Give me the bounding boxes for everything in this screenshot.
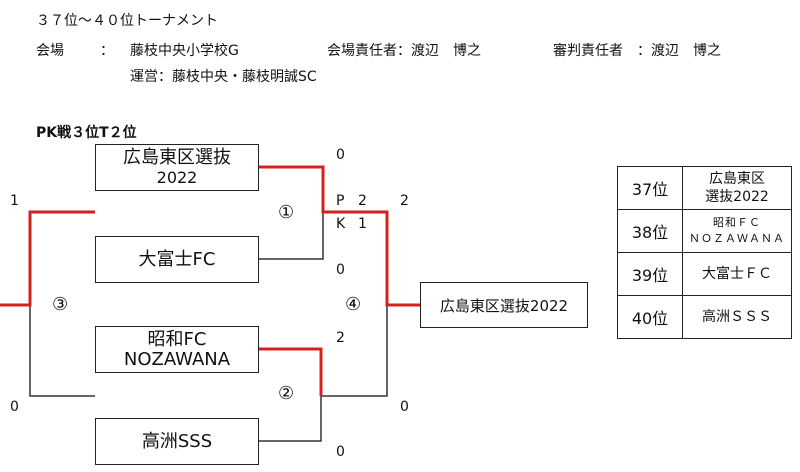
match-number-1: ① bbox=[278, 202, 295, 223]
team-box-ofuji: 大富士FC bbox=[95, 236, 259, 283]
venue-name: 藤枝中央小学校G bbox=[130, 43, 239, 59]
bracket-line-t3-win bbox=[258, 347, 323, 396]
pk-score-bottom: 1 bbox=[358, 216, 367, 232]
bracket-line-left-win bbox=[0, 210, 95, 307]
ranking-team: 高洲ＳＳＳ bbox=[682, 295, 792, 339]
score-left-bottom: 0 bbox=[10, 399, 19, 415]
team-name-sub: 2022 bbox=[156, 167, 198, 187]
team-box-hiroshima: 広島東区選抜 2022 bbox=[95, 144, 259, 191]
bracket-line-final-bottom bbox=[321, 305, 388, 397]
bracket-line-t2 bbox=[258, 212, 324, 260]
pk-label-k: K bbox=[336, 216, 346, 232]
bracket-line-t1-win bbox=[258, 165, 420, 307]
pk-note: PK戦３位T２位 bbox=[36, 125, 137, 141]
venue-colon: ： bbox=[100, 43, 114, 59]
ranking-team-line1: 広島東区 bbox=[709, 171, 765, 187]
ranking-team-line2: 選抜2022 bbox=[705, 189, 769, 205]
ranking-position: 37位 bbox=[617, 166, 683, 210]
bracket-line-t4 bbox=[258, 396, 322, 442]
ranking-table: 37位 広島東区 選抜2022 38位 昭和ＦＣ ＮＯＺＡＷＡＮＡ 39位 大富… bbox=[617, 166, 792, 339]
team-name: 広島東区選抜 bbox=[123, 146, 231, 168]
score-t1: 0 bbox=[336, 147, 345, 163]
score-final-top: 2 bbox=[400, 193, 409, 209]
referee-manager: 審判責任者 ：渡辺 博之 bbox=[553, 43, 721, 59]
match-number-2: ② bbox=[278, 383, 295, 404]
ranking-row: 38位 昭和ＦＣ ＮＯＺＡＷＡＮＡ bbox=[617, 209, 792, 253]
ranking-team-line2: ＮＯＺＡＷＡＮＡ bbox=[689, 232, 785, 245]
score-left-top: 1 bbox=[10, 193, 19, 209]
score-final-bottom: 0 bbox=[400, 399, 409, 415]
score-t3: 2 bbox=[336, 330, 345, 346]
ranking-team: 昭和ＦＣ ＮＯＺＡＷＡＮＡ bbox=[682, 209, 792, 253]
team-name: 大富士FC bbox=[138, 248, 216, 270]
ranking-team: 広島東区 選抜2022 bbox=[682, 166, 792, 210]
winner-box: 広島東区選抜2022 bbox=[420, 282, 588, 328]
ranking-position: 38位 bbox=[617, 209, 683, 253]
team-name: 高洲SSS bbox=[141, 430, 213, 452]
pk-score-top: 2 bbox=[358, 193, 367, 209]
ranking-team-line1: 大富士ＦＣ bbox=[702, 266, 772, 282]
ranking-team-line1: 昭和ＦＣ bbox=[713, 216, 761, 229]
team-box-showa: 昭和FC NOZAWANA bbox=[95, 326, 259, 373]
pk-label-p: P bbox=[336, 193, 345, 209]
score-t2: 0 bbox=[336, 262, 345, 278]
ranking-row: 40位 高洲ＳＳＳ bbox=[617, 295, 792, 339]
tournament-title: ３７位～４０位トーナメント bbox=[36, 13, 218, 29]
team-name-sub: NOZAWANA bbox=[123, 348, 231, 370]
match-number-4: ④ bbox=[345, 294, 362, 315]
match-number-3: ③ bbox=[52, 294, 69, 315]
score-t4: 0 bbox=[336, 444, 345, 460]
team-name: 昭和FC bbox=[147, 328, 207, 350]
ranking-row: 39位 大富士ＦＣ bbox=[617, 252, 792, 296]
venue-label: 会場 bbox=[36, 43, 64, 59]
winner-name: 広島東区選抜2022 bbox=[439, 296, 569, 315]
bracket-line-left-bottom bbox=[29, 305, 95, 397]
ranking-team-line1: 高洲ＳＳＳ bbox=[702, 309, 772, 325]
ranking-position: 40位 bbox=[617, 295, 683, 339]
venue-manager: 会場責任者：渡辺 博之 bbox=[327, 43, 481, 59]
ranking-position: 39位 bbox=[617, 252, 683, 296]
ranking-team: 大富士ＦＣ bbox=[682, 252, 792, 296]
ranking-row: 37位 広島東区 選抜2022 bbox=[617, 166, 792, 210]
operation-info: 運営：藤枝中央・藤枝明誠SC bbox=[130, 69, 317, 85]
team-box-takasu: 高洲SSS bbox=[95, 418, 259, 465]
